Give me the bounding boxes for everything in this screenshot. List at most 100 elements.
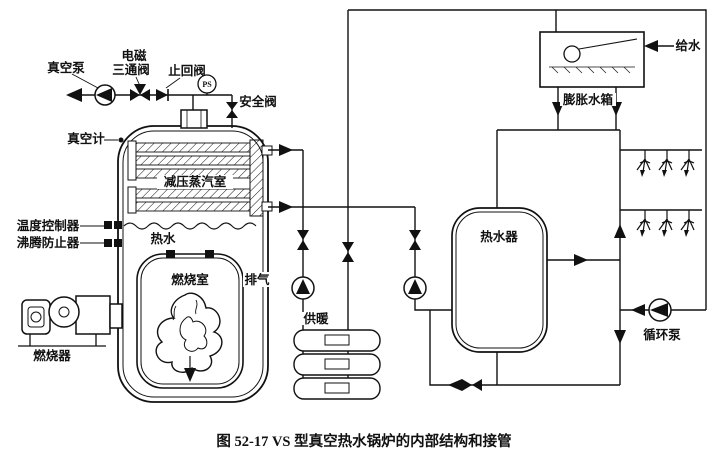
shower-head-icon [658, 149, 673, 178]
burner-nozzle [109, 303, 123, 329]
check-valve-label: 止回阀 [168, 63, 206, 78]
tube-header-left-bottom [127, 186, 137, 214]
burner-label: 燃烧器 [33, 348, 71, 363]
vacuum-gauge-icon [118, 137, 124, 143]
flow-arrow-icon [448, 379, 462, 391]
flame-spark-icon [172, 299, 198, 321]
tube-row [135, 155, 251, 166]
circulation-pump-rotor [650, 303, 668, 317]
boiler-vessel [104, 109, 273, 403]
burner-fan-hub-icon [58, 306, 70, 318]
water-heater-vessel [451, 207, 548, 353]
temperature-controller-icon [104, 221, 112, 229]
steam-chamber-label: 减压蒸汽室 [164, 174, 227, 189]
figure-caption: 图 52-17 VS 型真空热水锅炉的内部结构和接管 [216, 432, 511, 450]
solenoid-valve-label-line2: 三通阀 [112, 62, 150, 77]
tube-row [135, 188, 251, 199]
radiator-section-detail [324, 358, 350, 370]
valve-icon [409, 230, 421, 250]
pumps [94, 74, 672, 322]
valve-icon [462, 379, 482, 391]
label-bg [157, 175, 233, 189]
shower-head-icon [636, 209, 651, 238]
hot-water-label: 热水 [150, 231, 176, 246]
shower-head-icon [680, 209, 695, 238]
shower-head-icon [680, 149, 695, 178]
solenoid-valve-label-line1: 电磁 [121, 48, 147, 63]
label-bg [298, 312, 334, 325]
heating-supply-label: 供暖 [302, 311, 329, 326]
heating-pump-rotor [296, 279, 310, 294]
shower-head-icon [636, 149, 651, 178]
tube-row [135, 201, 251, 212]
water-heater-outer [451, 207, 548, 353]
heating-radiator [293, 329, 381, 400]
label-bg [243, 272, 271, 287]
expansion-tank-assembly [539, 31, 645, 88]
combustion-chamber-outer [136, 253, 244, 389]
float-ball-icon [563, 45, 581, 63]
three-way-valve-icon [130, 84, 150, 101]
boiling-preventer-label: 沸腾防止器 [17, 235, 80, 250]
flow-arrow-icon [614, 224, 626, 238]
shower-head-icon [658, 209, 673, 238]
down-arrow-icon [184, 368, 196, 382]
label-bg [560, 93, 616, 106]
water-heater-label: 热水器 [480, 229, 518, 244]
tube-header-right [249, 139, 264, 217]
combustion-chamber-inner [140, 257, 240, 385]
burner-body [75, 295, 111, 335]
feed-water-arrow-icon [644, 40, 658, 52]
check-valve-icon [156, 89, 168, 101]
water-level-hatch [549, 66, 635, 74]
safety-valve-label: 安全阀 [239, 94, 277, 109]
burner-motor-detail [27, 306, 45, 328]
combustion-chamber-label: 燃烧室 [171, 272, 209, 287]
chamber-nub [166, 250, 175, 258]
burner-motor [21, 299, 51, 335]
water-surface-wave [123, 222, 257, 230]
tube-header-left-top [127, 140, 137, 181]
burner-fan-scroll [48, 296, 80, 328]
feed-water-label: 给水 [675, 38, 701, 53]
radiator-section-detail [324, 334, 350, 346]
circulation-pump-label: 循环泵 [643, 327, 681, 342]
boiler-top-cap [180, 109, 208, 129]
burner-base [18, 334, 106, 347]
flow-arrow-icon [614, 330, 626, 344]
temperature-controller-icon [114, 221, 122, 229]
boiling-preventer-icon [114, 239, 122, 247]
valves-and-arrows [66, 40, 658, 391]
flow-arrow-icon [279, 201, 293, 213]
expansion-tank-label: 膨胀水箱 [562, 92, 614, 107]
steam-chamber-tubes [127, 139, 273, 217]
boiler-inner-shell [122, 130, 264, 398]
tube-row [135, 142, 251, 153]
float-arm [578, 38, 638, 50]
burner-motor-shaft-icon [30, 311, 42, 323]
safety-valve-icon [226, 102, 238, 118]
flow-arrow-icon [279, 144, 293, 156]
boiling-preventer-icon [104, 239, 112, 247]
valve-icon [342, 242, 354, 262]
vacuum-gauge-label: 真空计 [67, 131, 105, 146]
label-leader-lines [71, 73, 181, 244]
water-heater-pump-rotor [408, 279, 422, 294]
combustion-chamber [136, 250, 244, 389]
flow-arrow-icon [66, 88, 82, 102]
flow-arrow-icon [631, 304, 645, 316]
labels: 真空泵 电磁 三通阀 止回阀 PS 安全阀 真空计 减压蒸汽室 温度控制器 沸腾… [17, 38, 701, 450]
vacuum-pump-rotor [96, 88, 112, 102]
exhaust-label: 排气 [244, 272, 270, 287]
chamber-nub [205, 250, 214, 258]
flow-arrow-icon [574, 254, 588, 266]
temperature-controller-label: 温度控制器 [17, 218, 80, 233]
pressure-gauge-label: PS [202, 80, 212, 89]
burner-assembly [18, 295, 123, 347]
vacuum-pump-label: 真空泵 [47, 60, 85, 75]
flame-inner-icon [179, 316, 208, 352]
pressure-gauge-icon [197, 74, 217, 94]
boiler-top-cap-detail [186, 110, 202, 128]
